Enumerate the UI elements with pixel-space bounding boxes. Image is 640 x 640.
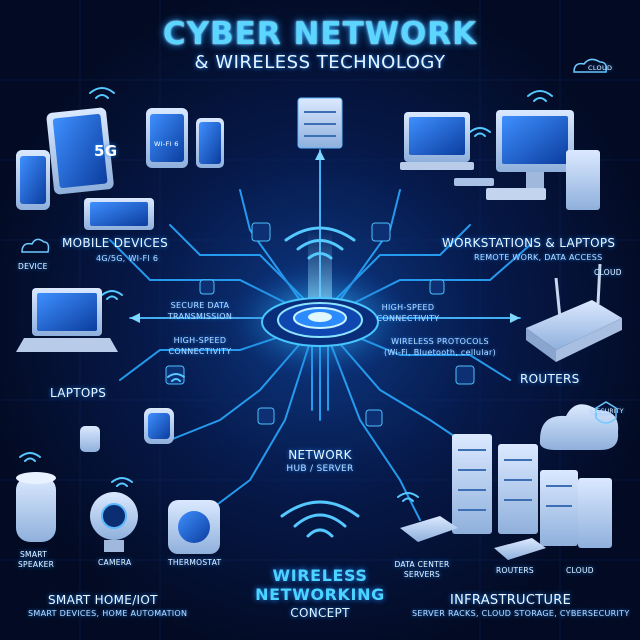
concept-line2: NETWORKING (255, 585, 385, 604)
workstations-art (400, 110, 600, 210)
main-title: CYBER NETWORK (162, 16, 478, 52)
mobile-devices-title: MOBILE DEVICES (62, 236, 169, 250)
wireless-protocols-label: WIRELESS PROTOCOLS (391, 337, 489, 346)
infrastructure-title: INFRASTRUCTURE (450, 593, 572, 608)
secure-data-label: SECURE DATA (170, 301, 230, 310)
router-art (526, 263, 622, 362)
hub-sublabel: HUB / SERVER (286, 464, 354, 474)
high-speed-left-label: HIGH-SPEED (173, 336, 227, 345)
wireless-protocols-detail: (Wi-Fi, Bluetooth, cellular) (384, 348, 496, 357)
smart-home-subtitle: SMART DEVICES, HOME AUTOMATION (28, 609, 188, 618)
high-speed-right-label: HIGH-SPEED (381, 303, 435, 312)
data-center-label-2: SERVERS (403, 570, 441, 579)
mobile-devices-subtitle: 4G/5G, WI-FI 6 (96, 254, 159, 263)
workstations-title: WORKSTATIONS & LAPTOPS (442, 236, 616, 250)
hub-label: NETWORK (288, 448, 352, 462)
concept-line3: CONCEPT (290, 606, 350, 620)
transmission-label: TRANSMISSION (167, 312, 233, 321)
network-hub (225, 230, 415, 380)
main-subtitle: & WIRELESS TECHNOLOGY (194, 52, 446, 73)
laptops-title: LAPTOPS (50, 386, 107, 400)
smart-speaker-label-2: SPEAKER (18, 560, 55, 569)
connectivity-right-label: CONNECTIVITY (376, 314, 440, 323)
cloud-tag-right: CLOUD (594, 268, 622, 277)
smart-home-art (16, 408, 220, 554)
thermostat-label: THERMOSTAT (168, 558, 222, 567)
camera-label: CAMERA (98, 558, 132, 567)
smart-speaker-label-1: SMART (20, 550, 48, 559)
smart-home-title: SMART HOME/IoT (48, 593, 158, 607)
routers-title: ROUTERS (520, 372, 580, 386)
link-arrows (130, 150, 520, 323)
top-server (297, 97, 343, 149)
data-center-label-1: DATA CENTER (394, 560, 450, 569)
device-tag: DEVICE (18, 262, 48, 271)
cloud-tag-top: CLOUD (588, 64, 613, 72)
mobile-devices-art (16, 107, 224, 230)
laptop-art (16, 288, 118, 352)
routers-device-label: ROUTERS (496, 566, 534, 575)
infrastructure-subtitle: SERVER RACKS, CLOUD STORAGE, CYBERSECURI… (412, 609, 630, 618)
badge-wifi6: WI-FI 6 (154, 140, 179, 148)
badge-5g: 5G (94, 142, 118, 160)
cloud-device-label: CLOUD (566, 566, 594, 575)
workstations-subtitle: REMOTE WORK, DATA ACCESS (474, 253, 603, 262)
infrastructure-art (400, 404, 619, 560)
security-tag: SECURITY (592, 408, 624, 415)
connectivity-left-label: CONNECTIVITY (168, 347, 232, 356)
node-icons (165, 222, 475, 427)
side-icons (21, 58, 617, 424)
concept-line1: WIRELESS (272, 566, 368, 585)
